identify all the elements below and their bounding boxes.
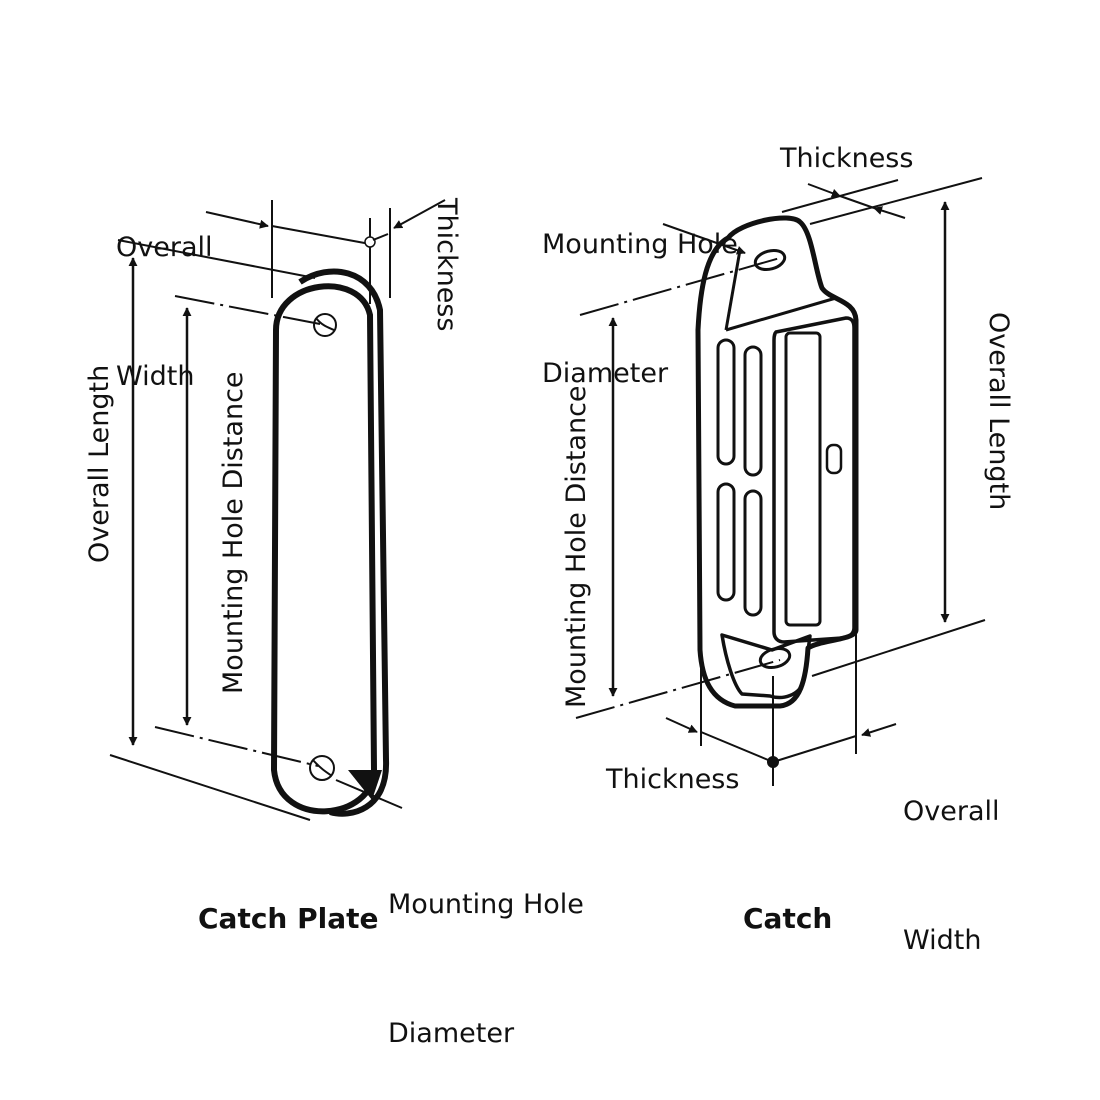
vent-slot [743, 489, 763, 617]
catch-plate-overall-width-label: Overall Width [116, 140, 213, 441]
catch-mounting-hole-distance-label: Mounting Hole Distance [561, 385, 592, 708]
label-line: Diameter [388, 1018, 515, 1049]
catch-thickness-bottom-label: Thickness [606, 764, 740, 795]
catch-caption: Catch [743, 902, 833, 935]
thickness-leader [393, 199, 446, 229]
width-dim-line [271, 225, 371, 245]
catch-plate-back-outline [298, 268, 390, 817]
catch-mounting-hole-diameter-label: Mounting Hole Diameter [542, 137, 738, 438]
thickness-bottom-leader [665, 717, 698, 733]
centerline [575, 659, 781, 719]
catch-plate-thickness-label: Thickness [431, 198, 462, 332]
catch-dimensions [575, 177, 986, 786]
magnet-face [784, 331, 822, 627]
centerline [154, 726, 319, 767]
label-line: Overall [903, 796, 1000, 827]
catch-drawing [695, 215, 859, 709]
mounting-hole-diameter-leader [662, 223, 746, 255]
extension-line [117, 239, 316, 279]
extension-line [109, 754, 311, 821]
side-notch [825, 443, 843, 475]
vent-slot [716, 482, 736, 602]
catch-plate-dimensions [109, 199, 446, 821]
catch-plate-overall-length-label: Overall Length [84, 364, 115, 563]
vent-slot [743, 345, 763, 477]
overall-width-leader [861, 723, 897, 737]
centerline [579, 257, 781, 316]
catch-bottom-hole [758, 646, 792, 670]
label-line: Width [903, 925, 982, 956]
catch-body-outline [695, 215, 859, 709]
catch-plate-mounting-hole-distance-label: Mounting Hole Distance [218, 371, 249, 694]
catch-plate-mounting-hole-diameter-label: Mounting Hole Diameter [388, 797, 584, 1098]
catch-plate-bottom-hole [309, 755, 335, 781]
thickness-top-leader-a [807, 183, 841, 198]
centerline [174, 295, 321, 325]
catch-top-hole [753, 248, 787, 272]
extension-line [809, 177, 983, 225]
catch-plate-caption: Catch Plate [198, 902, 379, 935]
label-line: Diameter [542, 358, 669, 389]
catch-plate-front-outline [270, 283, 378, 815]
label-line: Mounting Hole [388, 889, 584, 920]
catch-plate-drawing [270, 268, 390, 817]
label-line: Mounting Hole [542, 229, 738, 260]
label-line: Overall [116, 232, 213, 263]
catch-overall-length-label: Overall Length [983, 312, 1014, 511]
mounting-hole-diameter-arrowhead [348, 770, 382, 800]
magnet-housing [772, 316, 856, 644]
catch-overall-width-label: Overall Width [903, 704, 1000, 1005]
vent-slot [716, 338, 736, 466]
overall-width-leader [205, 211, 269, 229]
dim-node [767, 756, 779, 768]
catch-thickness-top-label: Thickness [780, 143, 914, 174]
label-line: Width [116, 361, 195, 392]
thickness-top-leader-b [873, 206, 906, 219]
dim-node [364, 236, 376, 248]
catch-plate-top-hole [313, 313, 337, 337]
extension-line [811, 619, 986, 677]
